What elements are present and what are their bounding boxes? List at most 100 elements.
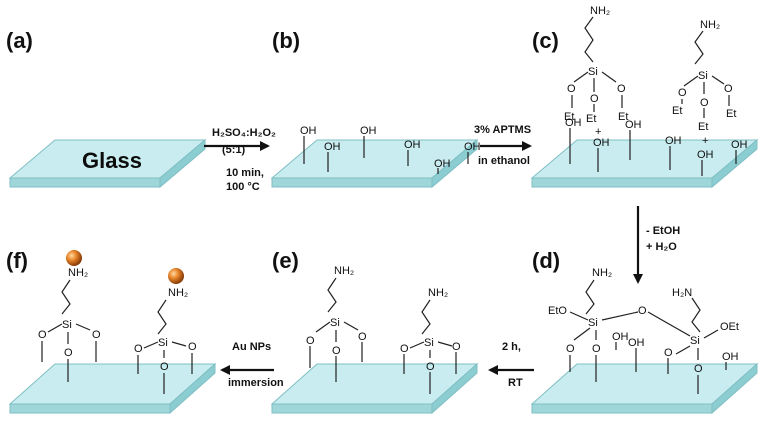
oxygen-atom: O [38, 329, 47, 341]
oxygen-atom: O [92, 329, 101, 341]
oxygen-atom: O [694, 363, 703, 375]
hydroxyl-c2: OH [593, 137, 610, 149]
hydroxyl-b6: OH [464, 141, 481, 153]
silicon-atom: Si [158, 337, 168, 349]
silane-layer-e: NH₂ Si O O O NH₂ Si O O O [306, 265, 461, 394]
step-ab-reagent: H₂SO₄:H₂O₂ [212, 127, 276, 139]
step-ab-ratio: (5:1) [222, 144, 246, 156]
hydroxyl-c5: OH [697, 149, 714, 161]
step-ef-process: immersion [228, 377, 284, 389]
step-de-temp: RT [508, 377, 523, 389]
oxygen-atom: O [160, 361, 169, 373]
step-ab-time: 10 min, [226, 167, 264, 179]
aptes-molecule-c1: NH₂ Si O O O Et Et Et + [564, 5, 628, 138]
oxygen-atom: O [700, 97, 709, 109]
oxygen-atom: O [64, 347, 73, 359]
oxygen-atom: O [566, 343, 575, 355]
oxygen-atom: O [134, 343, 143, 355]
aptes-molecule-c2: NH₂ Si O O O Et Et Et + [672, 19, 736, 147]
amine-group: NH₂ [68, 267, 88, 279]
hydroxyl-b5: OH [434, 158, 451, 170]
step-cd-gain: + H₂O [646, 241, 677, 253]
oxygen-atom: O [188, 341, 197, 353]
silicon-atom: Si [698, 70, 708, 82]
gold-nanoparticle [66, 250, 82, 266]
amine-group: NH₂ [700, 19, 720, 31]
hydroxyl-b2: OH [324, 141, 341, 153]
plus-sign: + [702, 135, 708, 147]
silane-layer-d: NH₂ Si EtO O O O H₂N Si OEt O O OH OH OH [548, 267, 739, 394]
oxygen-atom: O [400, 343, 409, 355]
oxygen-atom: O [426, 361, 435, 373]
oxygen-atom: O [567, 83, 576, 95]
ethyl-group: Et [586, 113, 596, 125]
oxygen-atom: O [590, 93, 599, 105]
step-cd-loss: - EtOH [646, 225, 680, 237]
hydroxyl-c6: OH [731, 139, 748, 151]
hydroxyl-b1: OH [300, 125, 317, 137]
ethyl-group: Et [726, 108, 736, 120]
amine-group: NH₂ [590, 5, 610, 17]
silicon-atom: Si [424, 337, 434, 349]
oxygen-atom: O [332, 345, 341, 357]
glass-label: Glass [82, 148, 142, 173]
glass-slide-d [530, 362, 759, 415]
hydroxyl-c3: OH [625, 119, 642, 131]
oxygen-atom: O [664, 347, 673, 359]
silicon-atom: Si [690, 335, 700, 347]
step-de-time: 2 h, [502, 341, 521, 353]
hydroxyl-d2: OH [628, 337, 645, 349]
amine-group: H₂N [672, 287, 692, 299]
step-bc-reagent: 3% APTMS [474, 124, 531, 136]
silicon-atom: Si [588, 317, 598, 329]
ethoxy-group: OEt [720, 321, 739, 333]
glass-slide-e [270, 362, 479, 415]
hydroxyl-b4: OH [404, 139, 421, 151]
glass-slide-b [270, 138, 479, 189]
hydroxyl-b3: OH [360, 125, 377, 137]
ethyl-group: Et [698, 121, 708, 133]
panel-label-a: (a) [6, 28, 33, 53]
amine-group: NH₂ [168, 287, 188, 299]
ethyl-group: Et [672, 105, 682, 117]
ethyl-group: Et [618, 111, 628, 123]
amine-group: NH₂ [428, 287, 448, 299]
gold-nanoparticle [168, 268, 184, 284]
panel-label-b: (b) [272, 28, 300, 53]
oxygen-atom: O [306, 335, 315, 347]
ethoxy-group: EtO [548, 305, 567, 317]
oxygen-atom: O [617, 83, 626, 95]
glass-slide-a [8, 138, 207, 189]
step-ef-reagent: Au NPs [232, 341, 271, 353]
ethyl-group: Et [564, 111, 574, 123]
glass-slide-c [530, 138, 759, 189]
hydroxyl-d3: OH [722, 351, 739, 363]
step-bc-solvent: in ethanol [478, 155, 530, 167]
oxygen-atom: O [724, 83, 733, 95]
panel-label-d: (d) [532, 248, 560, 273]
hydroxyl-groups-b: OH OH OH OH OH OH [300, 125, 481, 174]
panel-label-f: (f) [6, 248, 28, 273]
panel-label-c: (c) [532, 28, 559, 53]
step-ab-temp: 100 °C [226, 181, 260, 193]
amine-group: NH₂ [334, 265, 354, 277]
hydroxyl-c4: OH [665, 135, 682, 147]
oxygen-atom: O [678, 87, 687, 99]
silane-layer-f: NH₂ Si O O O NH₂ Si O O O [38, 250, 197, 394]
oxygen-atom: O [452, 341, 461, 353]
bridging-oxygen: O [638, 305, 647, 317]
hydroxyl-groups-c: OH OH OH OH OH OH [565, 117, 748, 176]
glass-slide-f [8, 362, 217, 415]
plus-sign: + [595, 126, 601, 138]
panel-label-e: (e) [272, 248, 299, 273]
silicon-atom: Si [330, 317, 340, 329]
hydroxyl-d1: OH [612, 331, 629, 343]
silicon-atom: Si [62, 319, 72, 331]
silicon-atom: Si [588, 66, 598, 78]
oxygen-atom: O [592, 343, 601, 355]
hydroxyl-c1: OH [565, 117, 582, 129]
oxygen-atom: O [358, 331, 367, 343]
amine-group: NH₂ [592, 267, 612, 279]
